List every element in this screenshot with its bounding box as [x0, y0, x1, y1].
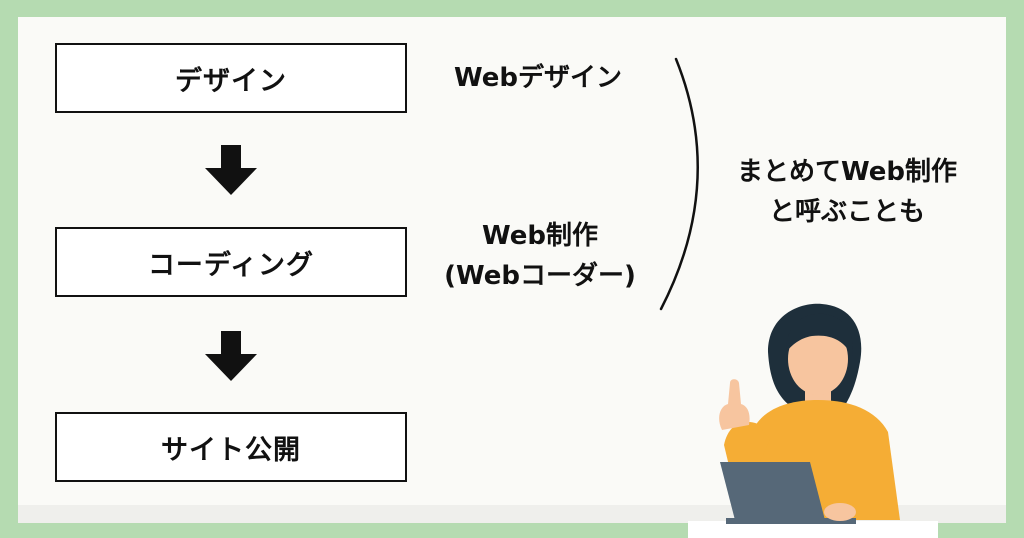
- coding-role-label: Web制作 (Webコーダー): [430, 216, 650, 296]
- down-arrow-icon: [205, 331, 257, 381]
- step-box-coding: コーディング: [55, 227, 407, 297]
- summary-label: まとめてWeb制作 と呼ぶことも: [712, 152, 982, 232]
- bracket-icon: [659, 57, 699, 311]
- step-box-design: デザイン: [55, 43, 407, 113]
- summary-line1: まとめてWeb制作: [737, 157, 957, 187]
- summary-line2: と呼ぶことも: [768, 197, 925, 227]
- design-role-label: Webデザイン: [432, 58, 644, 98]
- coding-role-line2: (Webコーダー): [444, 261, 636, 291]
- down-arrow-icon: [205, 145, 257, 195]
- coding-role-line1: Web制作: [482, 221, 598, 251]
- step-box-publish: サイト公開: [55, 412, 407, 482]
- step-label-coding: コーディング: [147, 249, 315, 281]
- step-label-design: デザイン: [175, 65, 287, 97]
- step-label-publish: サイト公開: [161, 434, 301, 466]
- design-role-text: Webデザイン: [454, 63, 622, 93]
